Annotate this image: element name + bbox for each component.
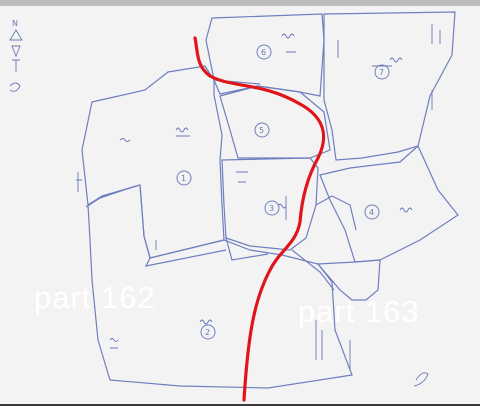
region-label-part-162: part 162 bbox=[34, 280, 156, 315]
svg-text:5: 5 bbox=[259, 126, 264, 135]
paper-sheet bbox=[0, 4, 480, 404]
plot-number-7: 7 bbox=[374, 64, 390, 80]
north-label: N bbox=[12, 19, 18, 28]
svg-text:1: 1 bbox=[181, 174, 186, 183]
plot-number-1: 1 bbox=[176, 170, 192, 186]
plot-number-4: 4 bbox=[364, 204, 380, 220]
svg-text:3: 3 bbox=[269, 204, 274, 213]
svg-text:6: 6 bbox=[261, 48, 266, 57]
parcel-4 bbox=[319, 145, 459, 263]
handwritten-annotations bbox=[76, 24, 441, 387]
plot-number-6: 6 bbox=[256, 44, 272, 60]
svg-text:7: 7 bbox=[379, 68, 384, 77]
svg-text:4: 4 bbox=[369, 208, 374, 217]
top-shadow bbox=[0, 0, 480, 6]
division-line bbox=[193, 36, 326, 402]
parcel-6 bbox=[205, 13, 325, 97]
north-arrow: N bbox=[9, 19, 23, 92]
region-label-part-163: part 163 bbox=[298, 294, 420, 329]
svg-text:2: 2 bbox=[205, 328, 210, 337]
plot-numbers: 1 2 3 4 5 6 7 bbox=[176, 44, 390, 340]
parcel-boundaries bbox=[81, 11, 459, 389]
parcel-2 bbox=[87, 184, 353, 389]
road-lines bbox=[85, 65, 357, 291]
plot-number-2: 2 bbox=[200, 324, 216, 340]
plot-number-5: 5 bbox=[254, 122, 270, 138]
plot-number-3: 3 bbox=[264, 200, 280, 216]
parcel-7 bbox=[323, 11, 456, 161]
parcel-lower-right bbox=[316, 259, 381, 301]
